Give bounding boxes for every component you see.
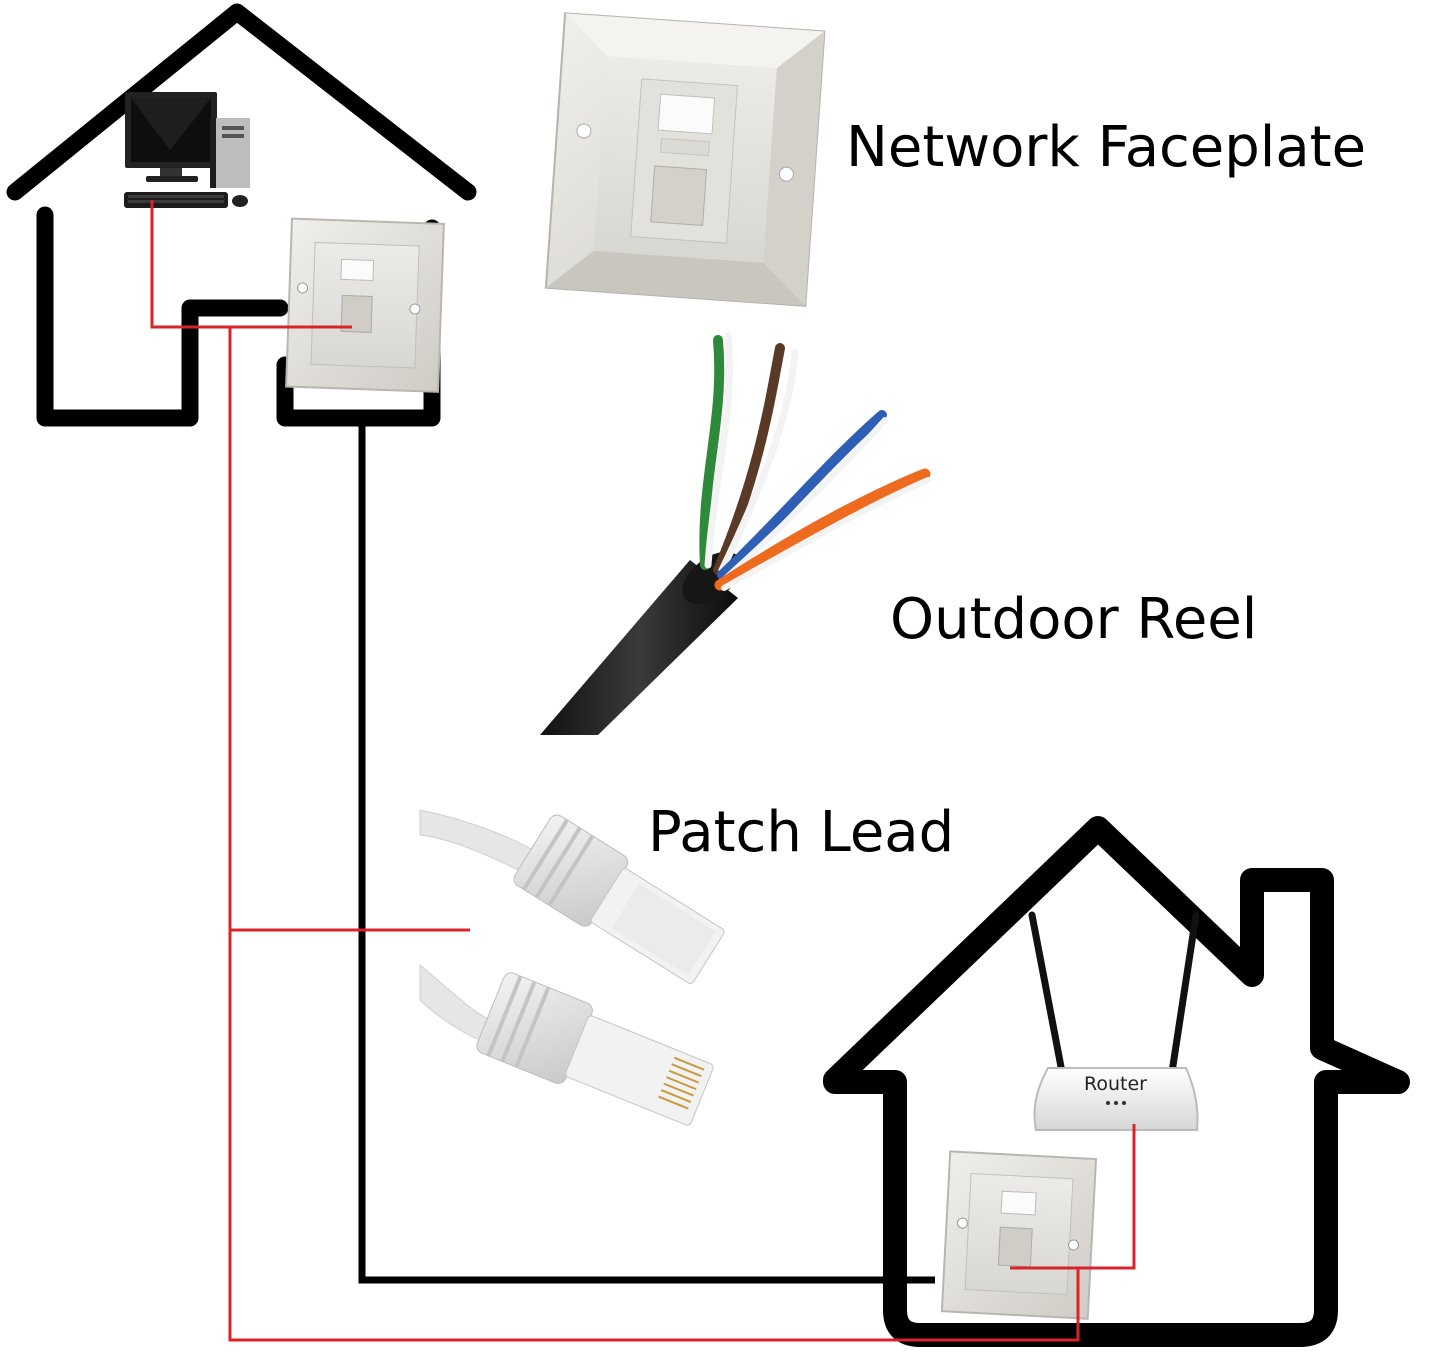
faceplate-house-2: [940, 1150, 1098, 1320]
outdoor-reel-label: Outdoor Reel: [890, 587, 1257, 652]
faceplate-house-1: [285, 217, 445, 393]
faceplate-label: Network Faceplate: [846, 115, 1366, 180]
outdoor-cable-line: [358, 418, 935, 1284]
desktop-computer-icon: [124, 92, 250, 208]
patch-lead-photo: [419, 809, 725, 1126]
router-label: Router: [1084, 1073, 1147, 1095]
router-icon: Router: [1028, 911, 1200, 1131]
patch-wires: [150, 200, 1136, 1342]
house-2-outline: [823, 816, 1410, 1347]
patch-lead-label: Patch Lead: [648, 800, 954, 865]
outdoor-reel-cable-photo: [540, 332, 931, 735]
network-faceplate-photo: [544, 12, 826, 307]
